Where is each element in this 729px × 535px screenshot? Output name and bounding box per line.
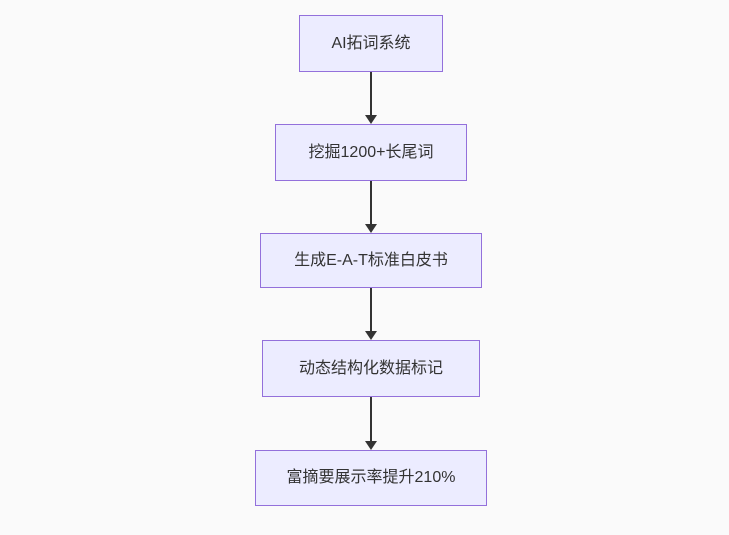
arrow-head-icon <box>365 441 377 450</box>
flow-node-label: 动态结构化数据标记 <box>298 359 443 377</box>
arrow-line <box>370 72 372 115</box>
arrow-line <box>370 288 372 331</box>
arrow-line <box>370 181 372 224</box>
flow-node-longtail-mining: 挖掘1200+长尾词 <box>275 124 467 181</box>
flow-node-eat-whitepaper: 生成E-A-T标准白皮书 <box>260 233 482 288</box>
flow-node-label: 挖掘1200+长尾词 <box>308 143 434 161</box>
arrow-head-icon <box>365 224 377 233</box>
arrow-line <box>370 397 372 441</box>
flow-node-structured-data-markup: 动态结构化数据标记 <box>262 340 480 397</box>
arrow-down-icon <box>363 288 379 340</box>
flow-node-label: 生成E-A-T标准白皮书 <box>294 251 448 269</box>
flow-node-label: AI拓词系统 <box>331 34 411 52</box>
arrow-down-icon <box>363 397 379 450</box>
flow-node-rich-snippet-result: 富摘要展示率提升210% <box>255 450 487 506</box>
arrow-down-icon <box>363 72 379 124</box>
flow-node-label: 富摘要展示率提升210% <box>286 469 456 486</box>
flow-node-ai-word-expansion: AI拓词系统 <box>299 15 443 72</box>
arrow-down-icon <box>363 181 379 233</box>
arrow-head-icon <box>365 115 377 124</box>
arrow-head-icon <box>365 331 377 340</box>
